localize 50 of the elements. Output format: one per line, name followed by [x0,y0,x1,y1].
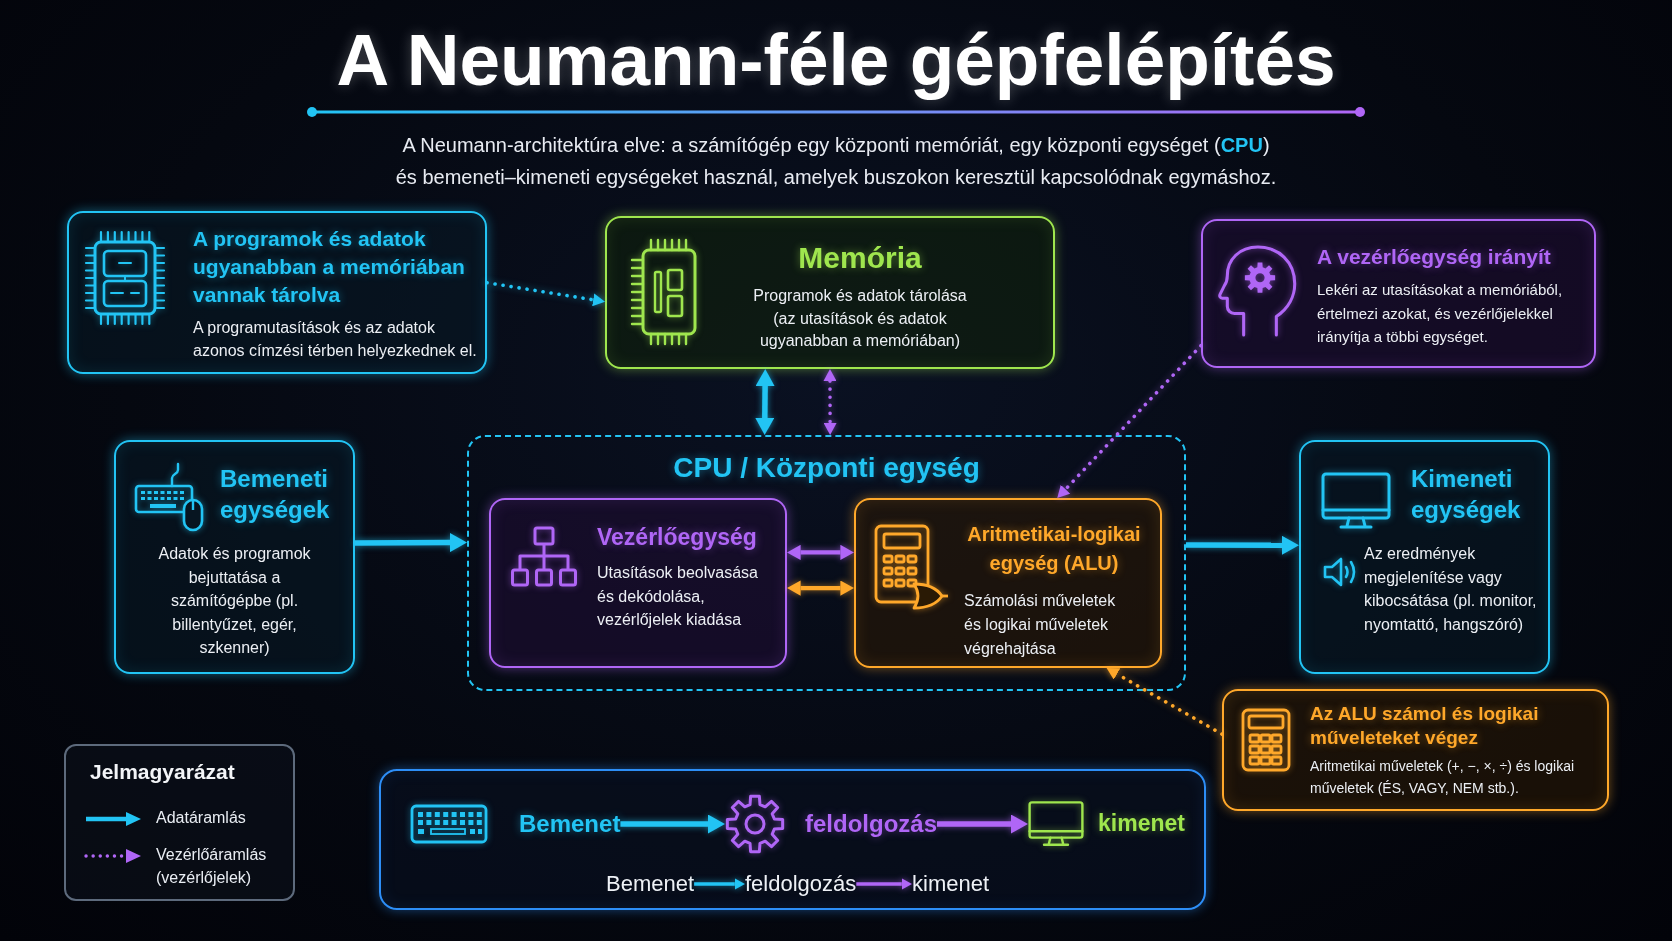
description: Aritmetikai műveletek (+, −, ×, ÷) és logikai műveletek (ÉS, VAGY, NEM stb.). [1310,757,1576,798]
dotted-arrow [1057,343,1203,499]
arrow [856,878,912,890]
heading: A programok és adatok ugyanabban a memóriában vannak tárolva [193,226,466,308]
cpu-dashed-frame [467,435,1186,691]
output-unit-panel [1299,440,1550,674]
info-card [67,211,487,374]
info-card [1201,219,1596,368]
alu-panel [854,498,1162,668]
flow-step-text: Bemenet [606,871,695,897]
dotted-double-arrow [823,369,837,435]
flow-step-label: feldolgozás [805,809,937,839]
description: Számolási műveletek és logikai műveletek végrehajtása [964,591,1117,659]
double-arrow [787,544,854,560]
arrow [937,814,1028,834]
legend-title: Jelmagyarázat [90,759,235,785]
dotted-arrow [1106,668,1224,736]
dotted-arrow [485,280,606,307]
heading: Az ALU számol és logikai műveleteket végez [1310,702,1540,750]
description: Adatok és programok bejuttatása a számítógépbe (pl. billentyűzet, egér, szkenner) [157,544,312,658]
description: Az eredmények megjelenítése vagy kibocsátása (pl. monitor, nyomtattó, hangszóró) [1364,544,1538,635]
heading: Vezérlőegység [597,523,757,552]
input-unit-panel [114,440,355,674]
intro-text: A Neumann-architektúra elve: a számítógép egy központi memóriát, egy központi egységet (CPU) és bemeneti–kimeneti egységeket használ, amelyek buszokon keresztül kapcsolódnak egymáshoz. [394,133,1278,190]
arrow [620,814,725,834]
heading: A vezérlőegység irányít [1317,244,1551,270]
legend-label: Vezérlőáramlás (vezérlőjelek) [156,845,268,888]
arrow [355,533,467,553]
info-card [1222,689,1609,811]
arrow [694,878,745,890]
heading: Memória [798,240,922,276]
double-arrow [755,369,775,435]
heading: Bemeneti egységek [220,464,331,525]
flow-step-text: kimenet [912,871,990,897]
double-arrow [787,580,854,596]
flow-panel [379,769,1206,910]
flow-step-text: feldolgozás [745,871,857,897]
flow-step-label: Bemenet [519,809,621,839]
heading: Kimeneti egységek [1411,464,1522,525]
description: Utasítások beolvasása és dekódolása, vezérlőjelek kiadása [597,563,759,630]
flow-step-label: kimenet [1098,810,1185,838]
description: Programok és adatok tárolása (az utasítások és adatok ugyanabban a memóriában) [752,286,968,351]
legend-label: Adatáramlás [156,808,246,828]
description: Lekéri az utasításokat a memóriából, értelmezi azokat, és vezérlőjelekkel irányítja a többi egységet. [1317,280,1564,347]
arrow [1186,535,1299,555]
heading: Aritmetikai-logikai egység (ALU) [966,522,1142,576]
memory-panel [605,216,1055,369]
control-unit-panel [489,498,787,668]
heading: CPU / Központi egység [673,451,980,485]
description: A programutasítások és az adatok azonos címzési térben helyezkednek el. [193,318,478,361]
